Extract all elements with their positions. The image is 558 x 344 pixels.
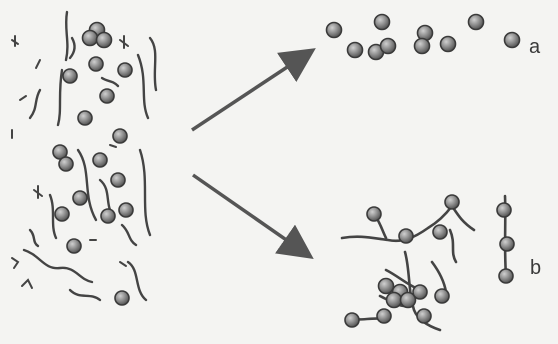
polymer-chain <box>66 12 67 60</box>
polymer-chain <box>150 38 156 90</box>
arrows <box>192 52 310 255</box>
mixture-region <box>24 12 156 300</box>
label-a: a <box>529 36 540 59</box>
arrow-to-a <box>192 52 310 130</box>
polymer-chain <box>70 38 74 58</box>
result-b-particles <box>345 195 514 327</box>
arrow-to-b <box>193 175 308 255</box>
polymer-chain <box>70 290 100 300</box>
polymer-chain <box>122 225 136 245</box>
polymer-chain <box>58 70 62 125</box>
polymer-chain <box>30 90 40 118</box>
label-b: b <box>530 257 541 280</box>
polymer-chain <box>138 55 148 118</box>
polymer-chain <box>128 262 146 300</box>
polymer-chain <box>102 78 118 86</box>
polymer-chain <box>24 250 92 282</box>
polymer-chain <box>30 230 38 246</box>
result-a-particles <box>327 15 520 60</box>
polymer-chain <box>140 150 150 235</box>
